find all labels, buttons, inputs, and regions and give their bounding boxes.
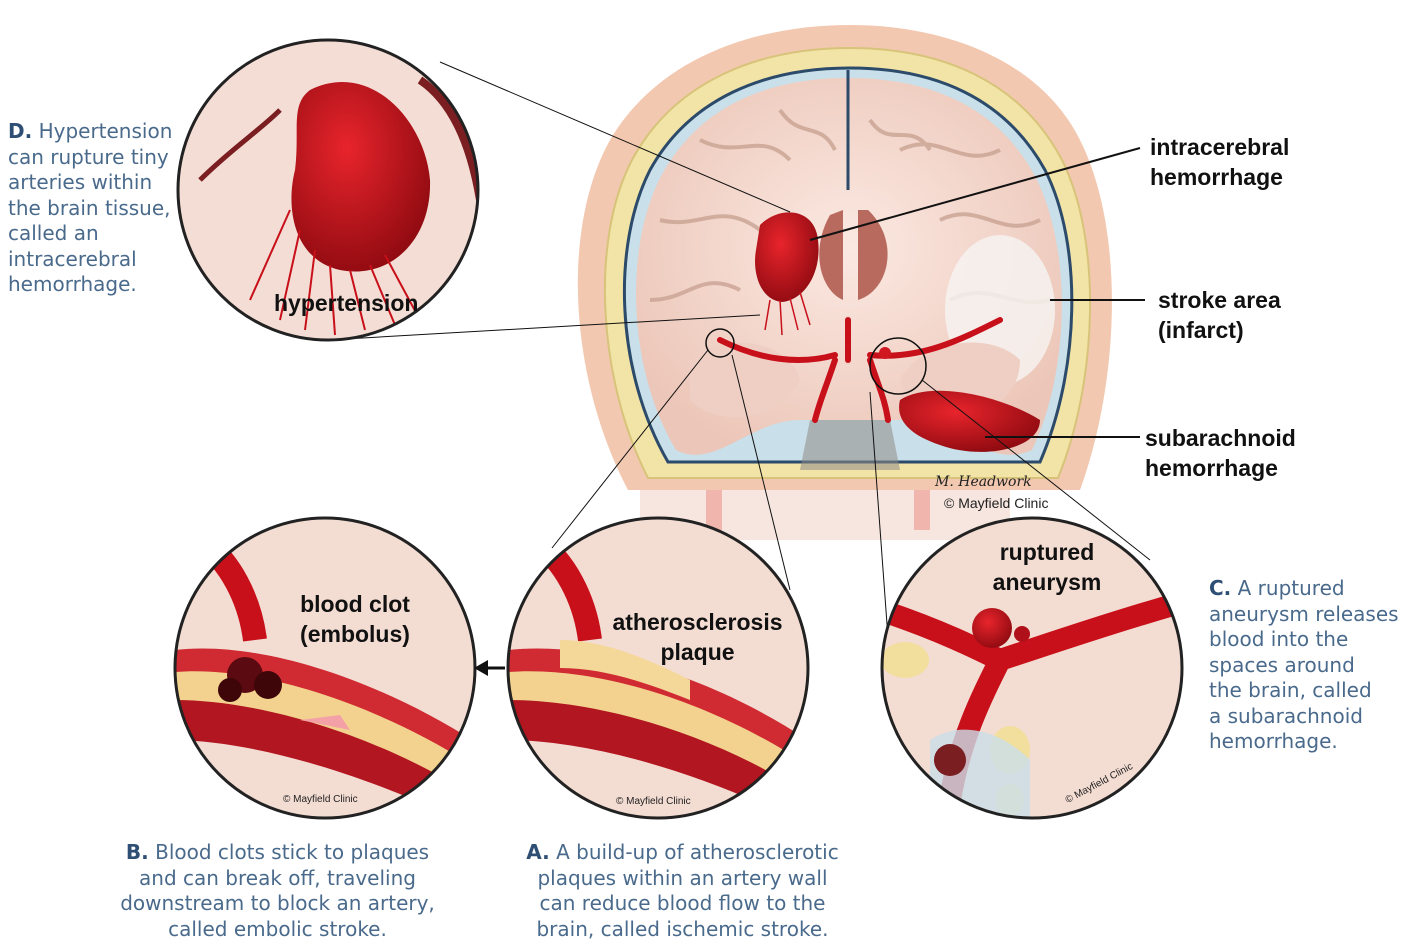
label-blood-clot-line: (embolus) xyxy=(292,619,418,649)
caption-letter: B. xyxy=(126,840,149,864)
label-subarachnoid-line: hemorrhage xyxy=(1145,453,1296,483)
aneurysm-sac xyxy=(972,608,1012,648)
label-intracerebral-line: hemorrhage xyxy=(1150,162,1289,192)
signature-brain: M. Headwork xyxy=(935,474,1032,490)
caption-line: the brain tissue, xyxy=(8,196,198,222)
caption-line: downstream to block an artery, xyxy=(95,891,460,917)
caption-c: C. A ruptured aneurysm releases blood in… xyxy=(1209,576,1424,755)
caption-line: can reduce blood flow to the xyxy=(500,891,865,917)
caption-line: called an xyxy=(8,221,198,247)
caption-letter: C. xyxy=(1209,576,1231,600)
caption-text: A ruptured xyxy=(1238,576,1345,600)
label-subarachnoid-line: subarachnoid xyxy=(1145,423,1296,453)
caption-line: B. Blood clots stick to plaques xyxy=(95,840,460,866)
label-stroke-line: stroke area xyxy=(1158,285,1281,315)
caption-line: called embolic stroke. xyxy=(95,917,460,943)
caption-text: Hypertension xyxy=(39,119,173,143)
caption-line: a subarachnoid xyxy=(1209,704,1424,730)
label-blood-clot: blood clot (embolus) xyxy=(292,589,418,649)
caption-line: spaces around xyxy=(1209,653,1424,679)
label-plaque-line: plaque xyxy=(600,637,795,667)
caption-d: D. Hypertension can rupture tiny arterie… xyxy=(8,119,198,298)
label-aneurysm-line: aneurysm xyxy=(983,567,1111,597)
caption-line: intracerebral xyxy=(8,247,198,273)
arrow-left-icon xyxy=(474,660,505,676)
caption-line: and can break off, traveling xyxy=(95,866,460,892)
caption-line: C. A ruptured xyxy=(1209,576,1424,602)
watermark-plaque: © Mayfield Clinic xyxy=(616,796,691,807)
label-stroke-area: stroke area (infarct) xyxy=(1158,285,1281,345)
label-plaque: atherosclerosis plaque xyxy=(600,607,795,667)
label-stroke-line: (infarct) xyxy=(1158,315,1281,345)
caption-line: blood into the xyxy=(1209,627,1424,653)
caption-text: Blood clots stick to plaques xyxy=(155,840,429,864)
label-intracerebral-line: intracerebral xyxy=(1150,132,1289,162)
inset-plaque xyxy=(505,518,815,830)
caption-line: the brain, called xyxy=(1209,678,1424,704)
caption-line: arteries within xyxy=(8,170,198,196)
label-aneurysm-line: ruptured xyxy=(983,537,1111,567)
brain-section xyxy=(578,25,1112,540)
caption-b: B. Blood clots stick to plaques and can … xyxy=(95,840,460,942)
label-intracerebral-hemorrhage: intracerebral hemorrhage xyxy=(1150,132,1289,192)
caption-line: D. Hypertension xyxy=(8,119,198,145)
caption-line: can rupture tiny xyxy=(8,145,198,171)
caption-line: plaques within an artery wall xyxy=(500,866,865,892)
label-blood-clot-line: blood clot xyxy=(292,589,418,619)
caption-a: A. A build-up of atherosclerotic plaques… xyxy=(500,840,865,942)
caption-letter: D. xyxy=(8,119,32,143)
label-plaque-line: atherosclerosis xyxy=(600,607,795,637)
label-hypertension: hypertension xyxy=(274,288,418,318)
caption-line: aneurysm releases xyxy=(1209,602,1424,628)
label-subarachnoid-hemorrhage: subarachnoid hemorrhage xyxy=(1145,423,1296,483)
caption-line: A. A build-up of atherosclerotic xyxy=(500,840,865,866)
caption-text: A build-up of atherosclerotic xyxy=(556,840,839,864)
caption-line: brain, called ischemic stroke. xyxy=(500,917,865,943)
inset-blood-clot xyxy=(170,518,480,830)
watermark-brain: © Mayfield Clinic xyxy=(944,495,1048,511)
caption-line: hemorrhage. xyxy=(8,272,198,298)
caption-line: hemorrhage. xyxy=(1209,729,1424,755)
watermark-clot: © Mayfield Clinic xyxy=(283,794,358,805)
label-aneurysm: ruptured aneurysm xyxy=(983,537,1111,597)
caption-letter: A. xyxy=(526,840,549,864)
